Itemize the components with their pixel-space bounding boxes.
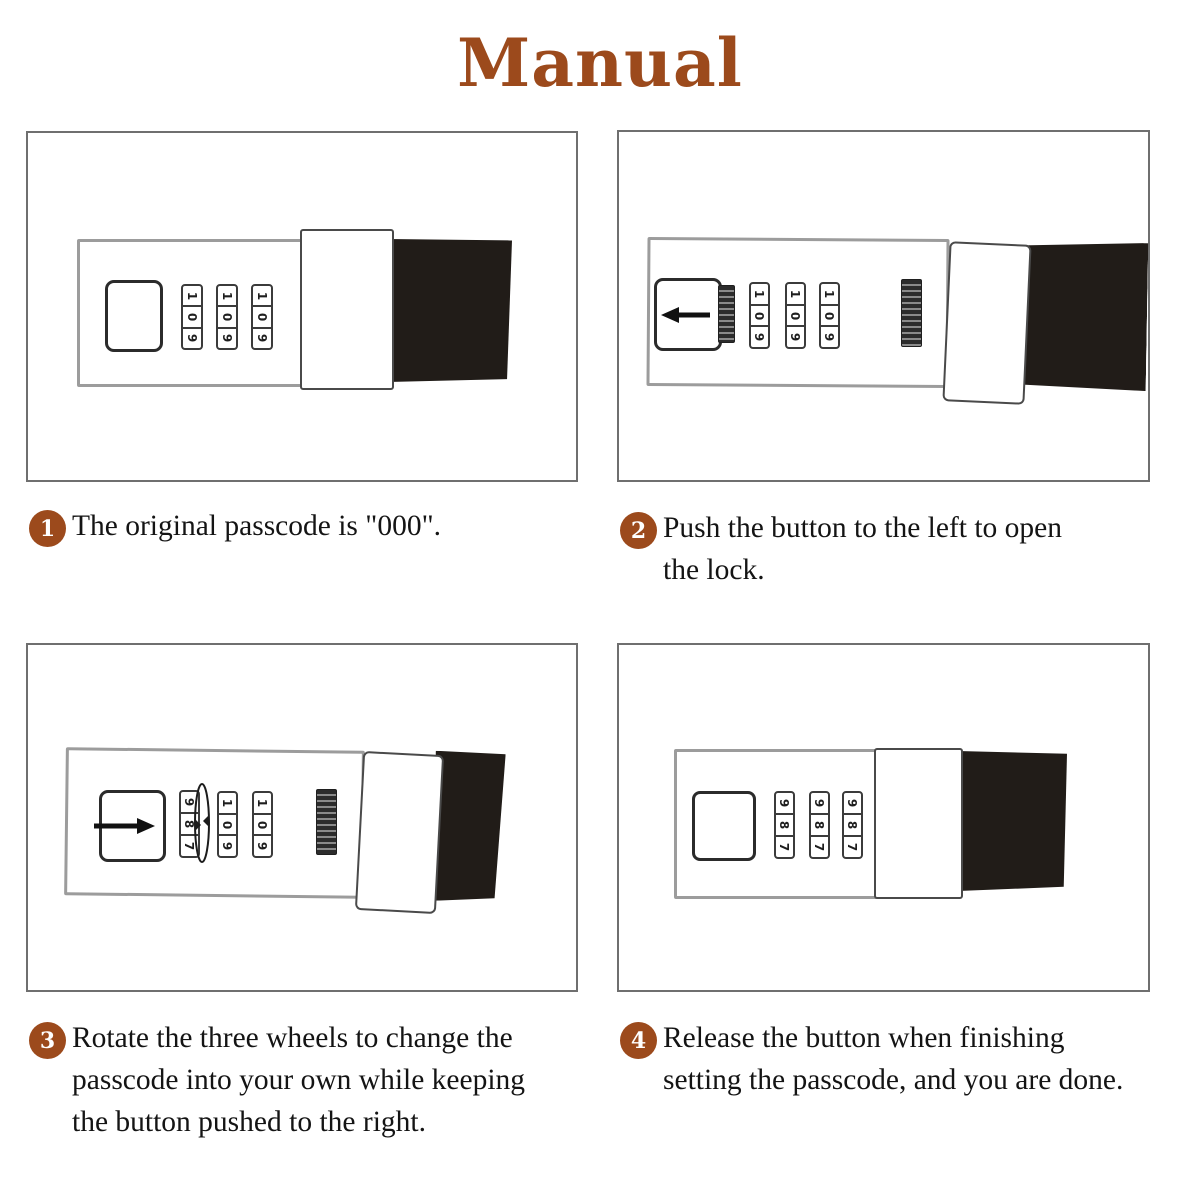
wheel-digit: 1 <box>219 291 234 300</box>
lock-button <box>692 791 756 861</box>
wheel-digit: 9 <box>822 332 837 342</box>
lock-strap <box>1021 241 1149 391</box>
wheel-digit: 8 <box>845 820 860 830</box>
passcode-wheel: 1 0 9 <box>181 284 203 350</box>
wheel-digit: 8 <box>777 820 792 830</box>
step-4-number: 4 <box>620 1022 657 1059</box>
step-1-number: 1 <box>29 510 66 547</box>
wheel-digit: 9 <box>812 798 827 808</box>
step-1-line-1: The original passcode is "000". <box>72 510 441 542</box>
wheel-digit: 9 <box>752 332 767 342</box>
rotate-indicator-icon <box>194 783 210 863</box>
wheel-digit: 9 <box>254 334 269 343</box>
step-4-line-2: setting the passcode, and you are done. <box>663 1063 1124 1096</box>
passcode-wheel: 9 8 7 <box>809 791 830 859</box>
wheel-digit: 9 <box>220 841 235 851</box>
lock-strap <box>434 751 505 902</box>
step-3-line-3: the button pushed to the right. <box>72 1105 426 1138</box>
wheel-digit: 0 <box>255 820 270 829</box>
wheel-digit: 1 <box>254 291 269 300</box>
wheel-digit: 7 <box>845 842 860 852</box>
lock-strap <box>388 239 512 382</box>
passcode-wheel: 1 0 9 <box>819 282 840 349</box>
passcode-wheel: 1 0 9 <box>252 791 273 858</box>
step-2-line-1: Push the button to the left to open <box>663 512 1063 544</box>
wheel-digit: 1 <box>220 798 235 808</box>
lock-latch <box>942 241 1032 405</box>
page-title: Manual <box>457 24 743 102</box>
passcode-wheel: 9 8 7 <box>774 791 795 859</box>
step-4-panel: 9 8 7 9 8 7 9 8 7 <box>617 643 1150 992</box>
step-3-line-2: passcode into your own while keeping <box>72 1063 526 1096</box>
step-2-line-2: the lock. <box>663 553 765 586</box>
lock-strap <box>958 751 1067 891</box>
wheel-digit: 0 <box>788 311 803 320</box>
push-rod <box>718 285 735 343</box>
passcode-wheel: 1 0 9 <box>216 284 238 350</box>
lock-latch <box>300 229 394 390</box>
step-4-line-1: Release the button when finishing <box>663 1022 1065 1054</box>
wheel-digit: 0 <box>822 311 837 320</box>
wheel-digit: 7 <box>812 842 827 852</box>
passcode-wheel: 9 8 7 <box>842 791 863 859</box>
wheel-digit: 9 <box>788 332 803 342</box>
step-2-text: Push the button to the left to open the … <box>663 508 1163 592</box>
step-2-number: 2 <box>620 512 657 549</box>
passcode-wheel: 1 0 9 <box>785 282 806 349</box>
lock-button <box>654 278 722 351</box>
step-1-text: The original passcode is "000". <box>72 506 562 548</box>
wheel-digit: 1 <box>822 289 837 299</box>
passcode-wheel: 1 0 9 <box>749 282 770 349</box>
wheel-digit: 9 <box>777 798 792 808</box>
left-arrow-icon <box>661 306 710 323</box>
wheel-digit: 9 <box>845 798 860 808</box>
wheel-digit: 1 <box>788 289 803 299</box>
wheel-digit: 1 <box>184 291 199 300</box>
right-arrow-icon <box>94 818 155 834</box>
lock-latch <box>874 748 963 899</box>
wheel-digit: 9 <box>184 334 199 343</box>
step-3-line-1: Rotate the three wheels to change the <box>72 1022 513 1054</box>
wheel-digit: 1 <box>255 798 270 808</box>
wheel-digit: 0 <box>752 311 767 320</box>
wheel-digit: 0 <box>220 820 235 829</box>
lock-button <box>94 790 166 862</box>
step-2-panel: 1 0 9 1 0 9 1 0 9 <box>617 130 1150 482</box>
step-3-number: 3 <box>29 1022 66 1059</box>
step-3-panel: 9 8 7 1 0 9 1 0 9 <box>26 643 578 992</box>
step-4-text: Release the button when finishing settin… <box>663 1018 1193 1102</box>
latch-pin <box>901 279 922 347</box>
step-1-panel: 1 0 9 1 0 9 1 0 9 <box>26 131 578 482</box>
step-3-text: Rotate the three wheels to change the pa… <box>72 1018 592 1144</box>
wheel-digit: 8 <box>812 820 827 830</box>
wheel-digit: 0 <box>219 312 234 322</box>
wheel-digit: 0 <box>254 312 269 322</box>
wheel-digit: 9 <box>219 334 234 343</box>
lock-latch <box>354 750 445 915</box>
wheel-digit: 0 <box>184 312 199 322</box>
wheel-digit: 1 <box>752 289 767 299</box>
lock-button <box>105 280 163 352</box>
wheel-digit: 7 <box>777 842 792 852</box>
wheel-digit: 9 <box>255 841 270 851</box>
latch-pin <box>316 789 337 855</box>
passcode-wheel: 1 0 9 <box>251 284 273 350</box>
passcode-wheel: 1 0 9 <box>217 791 238 858</box>
